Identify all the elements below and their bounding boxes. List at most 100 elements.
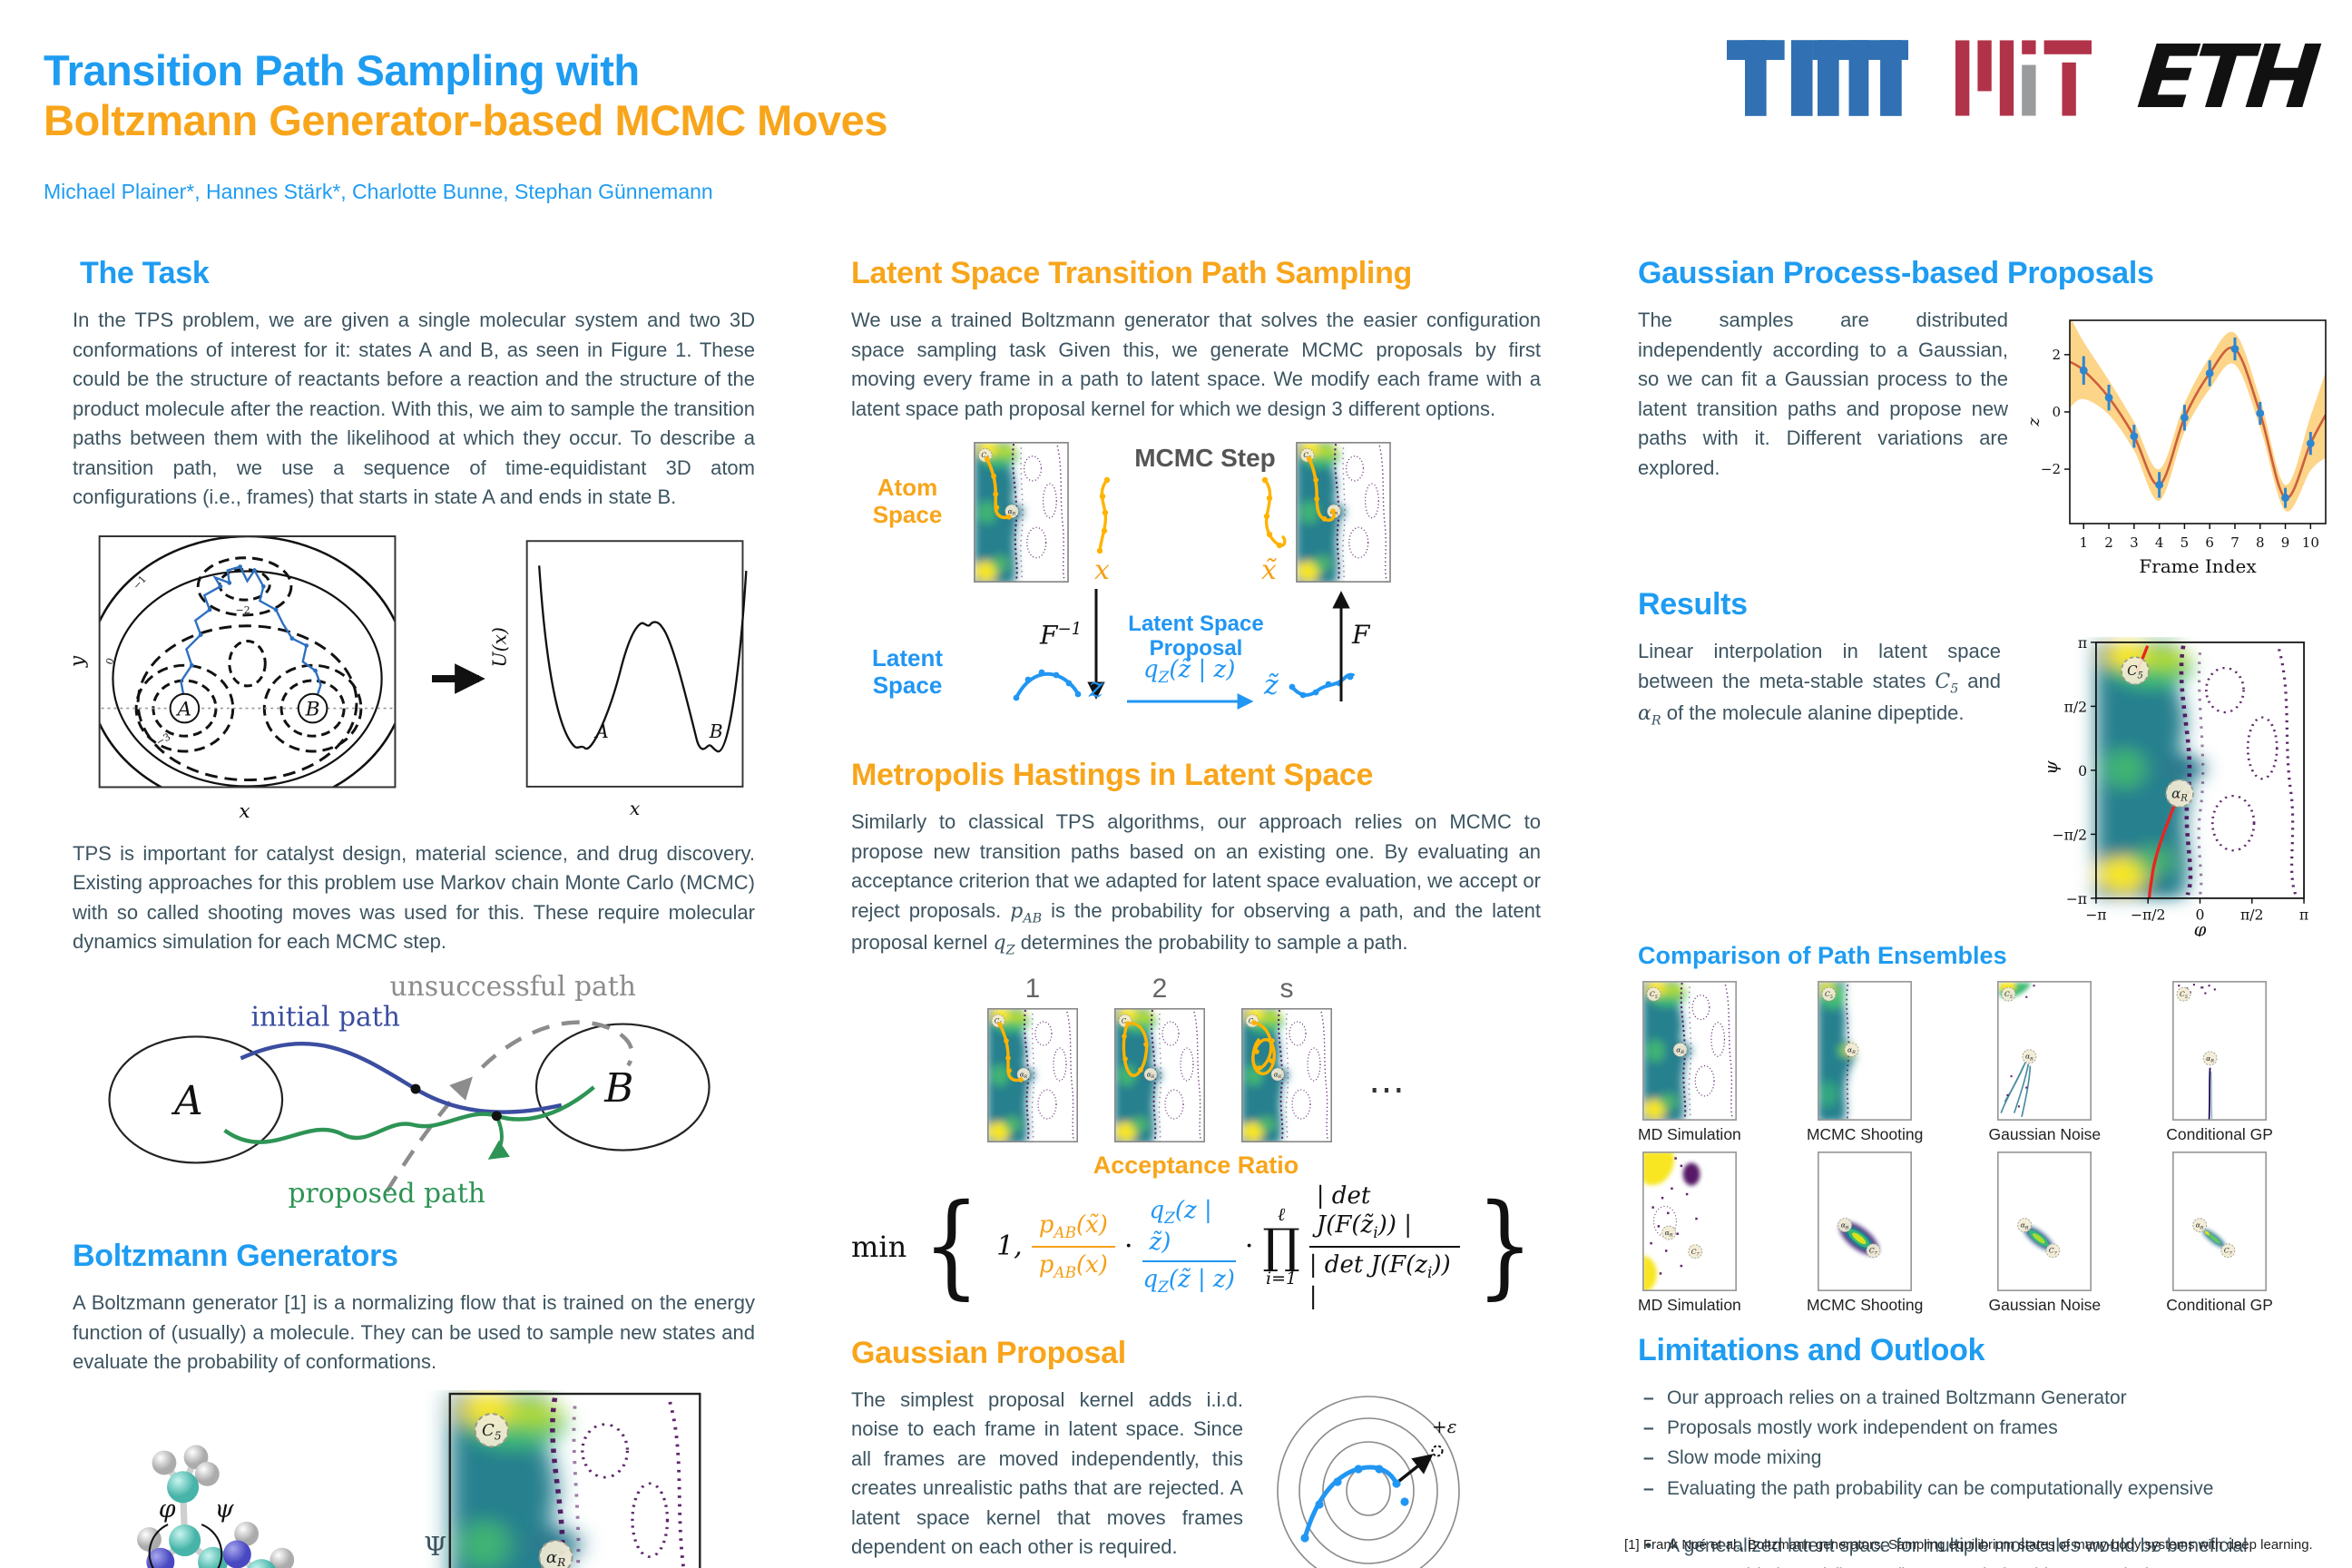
initial-path-curve	[240, 1042, 563, 1114]
gaussian-proposal-paragraph: The simplest proposal kernel adds i.i.d.…	[851, 1387, 1243, 1559]
svg-text:8: 8	[2256, 534, 2265, 551]
frame-2: 2 C5 αR	[1114, 974, 1205, 1142]
svg-text:C7: C7	[1691, 1248, 1700, 1258]
ensemble-a-label: A	[171, 1078, 203, 1124]
potential-plot: A B U(x) x	[492, 540, 748, 819]
frame-1: 1 C5 αR	[987, 974, 1078, 1142]
svg-text:αR: αR	[2206, 1054, 2214, 1064]
proposed-path-label: proposed path	[288, 1178, 485, 1210]
outlook-item: More sophisticated (learned) proposal al…	[1643, 1561, 2341, 1568]
sampled-transition-path	[180, 564, 322, 703]
svg-text:π/2: π/2	[2064, 698, 2088, 715]
well-b-label: B	[709, 720, 723, 742]
svg-text:C5: C5	[482, 1421, 502, 1442]
f-inverse-label: F−1	[1040, 620, 1083, 651]
gaussian-proposal-block: The simplest proposal kernel adds i.i.d.…	[851, 1386, 1541, 1568]
svg-text:0: 0	[2052, 404, 2061, 420]
latent-tps-paragraph: We use a trained Boltzmann generator tha…	[851, 309, 1541, 420]
path-x-tilde-glyph	[1261, 476, 1287, 549]
svg-text:π: π	[2299, 906, 2308, 923]
ensemble-b-label: B	[603, 1065, 633, 1112]
svg-text:0: 0	[103, 656, 117, 666]
svg-text:10: 10	[2302, 534, 2319, 551]
unsuccessful-path-curve	[385, 1076, 473, 1193]
title-line-1: Transition Path Sampling with	[44, 46, 640, 94]
svg-text:C5: C5	[2180, 990, 2188, 1000]
epsilon-label: +ε	[1432, 1416, 1457, 1437]
proposed-path-curve	[223, 1085, 595, 1144]
title-line-2: Boltzmann Generator-based MCMC Moves	[44, 96, 887, 145]
latent-space-label: Latent Space	[872, 644, 943, 700]
boltzmann-paragraph: A Boltzmann generator [1] is a normalizi…	[73, 1291, 755, 1374]
acceptance-ratio-formula: min { 1, pAB(x̃) pAB(x) · qZ(z | z̃) qZ(…	[851, 1181, 1534, 1312]
logos: ETH	[1726, 26, 2319, 128]
svg-text:αR: αR	[1147, 1070, 1155, 1080]
state-b-label: B	[305, 698, 320, 720]
f-inverse-arrow	[1087, 589, 1105, 701]
results-ramachandran: C5 αR π π/2 0 −π/2 −π −	[2044, 637, 2308, 936]
svg-text:C7: C7	[2049, 1247, 2058, 1257]
gp-block: The samples are distributed independentl…	[1638, 306, 2341, 578]
svg-text:1: 1	[2080, 534, 2089, 551]
svg-text:−2: −2	[2041, 461, 2061, 477]
svg-text:−π/2: −π/2	[2052, 826, 2087, 843]
outlook-dot-list: A generalized latent space for multiple …	[1643, 1531, 2341, 1568]
c5-marker: C5	[474, 1412, 509, 1447]
mcmc-frames-row: 1 C5 αR 2 C5 αR s C5 αR	[851, 974, 1541, 1142]
poster-title: Transition Path Sampling with Boltzmann …	[44, 45, 887, 146]
results-block: Linear interpolation in latent space bet…	[1638, 637, 2341, 936]
svg-text:0: 0	[2195, 906, 2204, 923]
f-label: F	[1352, 620, 1370, 651]
proposal-kernel-label: qZ(z̃ | z)	[1143, 656, 1236, 687]
svg-text:Frame Index: Frame Index	[2139, 555, 2257, 577]
alpha-r-marker: αR	[538, 1539, 573, 1568]
path-ensemble-diagram: A B initial path unsuccessful path propo…	[108, 972, 710, 1210]
limitations-dash-list: Our approach relies on a trained Boltzma…	[1643, 1383, 2341, 1504]
unsuccessful-path-label: unsuccessful path	[389, 972, 635, 1003]
svg-text:C5: C5	[2004, 990, 2013, 1000]
gp-paragraph: The samples are distributed independentl…	[1638, 309, 2008, 479]
y-axis-label: y	[73, 655, 89, 668]
svg-text:αR: αR	[1020, 1070, 1028, 1080]
svg-text:αR: αR	[2025, 1053, 2034, 1063]
q-z-var: qZ	[993, 932, 1015, 958]
svg-text:C7: C7	[2224, 1247, 2233, 1257]
svg-text:3: 3	[2130, 534, 2139, 551]
atom-space-plot-x-tilde: C5 αR	[1296, 442, 1391, 583]
metropolis-paragraph: Similarly to classical TPS algorithms, o…	[851, 810, 1541, 958]
phi-angle-label: φ	[159, 1494, 176, 1523]
x-axis-label-2: x	[630, 798, 641, 819]
comp-mcmc-shooting-2: αR C7 MCMC Shooting	[1807, 1152, 1923, 1315]
reference-footnote: [1] Frank Noé et al., Boltzmann generato…	[1624, 1537, 2313, 1553]
svg-text:αR: αR	[1847, 1045, 1856, 1055]
svg-text:π/2: π/2	[2240, 906, 2264, 923]
outlook-item: A generalized latent space for multiple …	[1643, 1531, 2341, 1561]
z-tilde-label: z̃	[1264, 670, 1279, 702]
latent-proposal-label: Latent Space Proposal	[1128, 612, 1264, 661]
svg-text:−π: −π	[2066, 890, 2087, 907]
arrow-right-icon	[432, 663, 485, 694]
svg-text:5: 5	[2180, 534, 2190, 551]
gaussian-proposal-heading: Gaussian Proposal	[851, 1335, 1126, 1370]
column-left: The Task In the TPS problem, we are give…	[73, 256, 755, 1568]
gp-heading: Gaussian Process-based Proposals	[1638, 256, 2154, 290]
authors: Michael Plainer*, Hannes Stärk*, Charlot…	[44, 180, 713, 203]
latent-path-z-glyph	[1013, 669, 1082, 701]
limitations-heading: Limitations and Outlook	[1638, 1333, 1985, 1367]
svg-text:π: π	[2078, 637, 2087, 652]
svg-text:C7: C7	[1869, 1247, 1878, 1257]
mcmc-step-label: MCMC Step	[1134, 444, 1276, 473]
results-phi-label: φ	[2194, 919, 2207, 936]
svg-text:2: 2	[2052, 347, 2061, 363]
svg-text:αR: αR	[1841, 1221, 1849, 1231]
svg-text:αR: αR	[2196, 1221, 2204, 1231]
comp-md-sim-2: αR C7 MD Simulation	[1638, 1152, 1741, 1315]
eth-logo: ETH	[2132, 26, 2319, 128]
svg-text:C5: C5	[1825, 990, 1833, 1000]
u-axis-label: U(x)	[492, 627, 510, 667]
svg-text:−2: −2	[236, 604, 250, 616]
x-axis-label: x	[239, 800, 250, 823]
tum-logo	[1726, 40, 1908, 116]
f-arrow	[1332, 591, 1350, 702]
